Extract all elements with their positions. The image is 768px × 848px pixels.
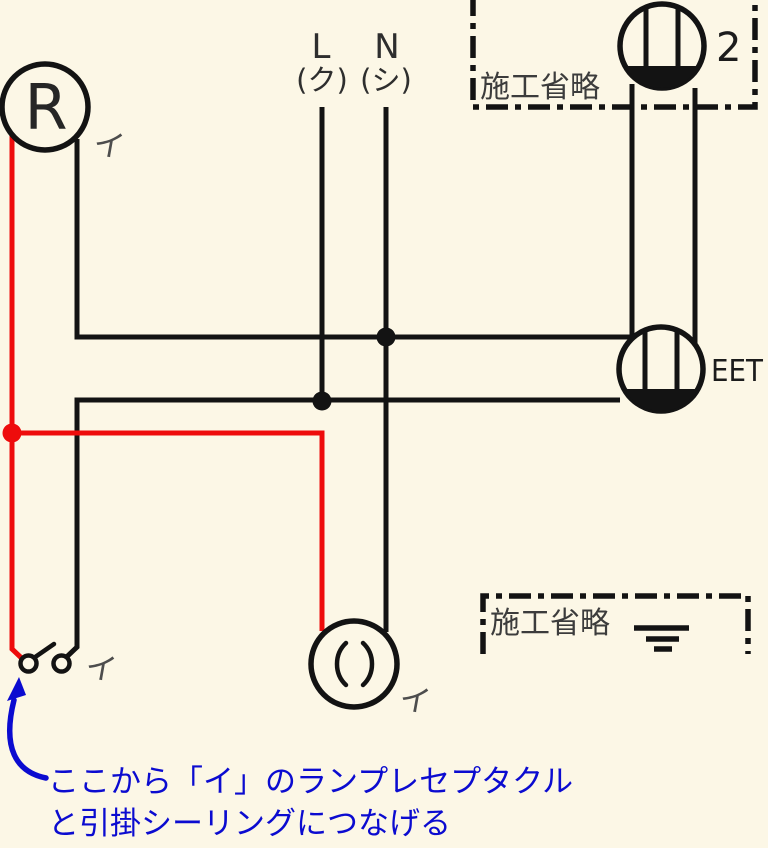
switch-lever-icon (32, 641, 57, 660)
junction-dot-l (312, 391, 332, 411)
switch-contact-left-icon (18, 653, 39, 674)
wire-eet-to-switch (65, 397, 620, 659)
line-l-mark: (ク) (296, 63, 348, 97)
ceiling-rosette-symbol: イ (308, 618, 434, 721)
annotation-arrow-curve (7, 697, 49, 781)
omitted-top-label: 施工省略 (480, 70, 600, 105)
outlet-2-symbol: 2 (617, 1, 741, 91)
supply-line-labels: L (ク) N (シ) (296, 27, 412, 97)
omitted-box-bottom-border (480, 593, 751, 654)
lamp-receptacle-letter: R (24, 71, 67, 144)
outlet-2-count-label: 2 (716, 25, 741, 71)
lamp-receptacle-circle-icon (0, 61, 91, 153)
annotation-text-line2: と引掛シーリングにつなげる (48, 806, 451, 842)
omitted-bottom-label: 施工省略 (490, 606, 610, 641)
ground-icon (634, 625, 689, 652)
lamp-circuit-label: イ (91, 125, 128, 166)
junction-dot-red (2, 423, 22, 443)
switch-circuit-label: イ (83, 648, 120, 689)
ceiling-rosette-right-paren-icon (360, 640, 375, 688)
line-n-mark: (シ) (360, 63, 412, 97)
outlet-eet-label: EET (711, 354, 764, 389)
wire-red-lamp-to-switch (9, 135, 24, 660)
wire-red-branch-to-ceiling (12, 430, 325, 631)
junction-dot-n (376, 327, 396, 347)
ceiling-rosette-left-paren-icon (334, 640, 349, 688)
ceiling-rosette-circle-icon (308, 618, 400, 710)
omitted-box-top-border (470, 0, 758, 110)
wire-lamp-to-eet (74, 139, 630, 340)
annotation-arrowhead-icon (7, 677, 26, 701)
annotation: ここから「イ」のランプレセプタクル と引掛シーリングにつなげる (7, 677, 573, 842)
lamp-receptacle-symbol: R イ (0, 61, 128, 166)
outlet-eet-symbol: EET (616, 324, 764, 414)
omitted-box-bottom: 施工省略 (480, 593, 751, 654)
line-n-label: N (374, 27, 399, 67)
switch-symbol: イ (18, 641, 120, 689)
ceiling-circuit-label: イ (397, 680, 434, 721)
switch-contact-right-icon (51, 653, 72, 674)
annotation-text-line1: ここから「イ」のランプレセプタクル (48, 764, 573, 800)
line-l-label: L (312, 27, 331, 67)
omitted-box-top: 施工省略 (470, 0, 758, 110)
